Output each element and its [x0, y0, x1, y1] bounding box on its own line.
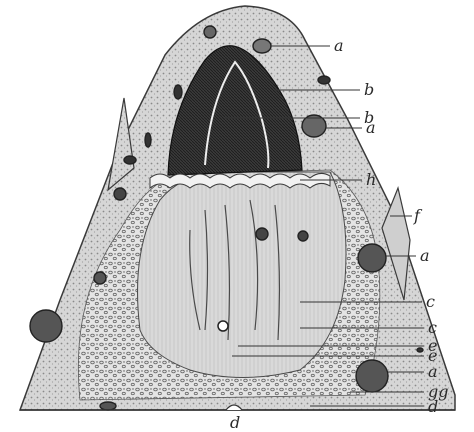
label-h: h — [366, 170, 376, 189]
label-d-bottom: d — [230, 413, 240, 432]
small-cell — [218, 321, 228, 331]
label-a-bottom: a — [428, 362, 438, 381]
label-a-top: a — [334, 36, 344, 55]
central-body — [138, 172, 347, 378]
label-d-right: d — [428, 397, 438, 416]
label-a-third: a — [420, 246, 430, 265]
label-c-lower: c — [428, 318, 437, 337]
label-b-upper: b — [364, 80, 374, 99]
label-f: f — [413, 206, 423, 225]
label-a-second: a — [366, 118, 376, 137]
label-c-upper: c — [426, 292, 435, 311]
